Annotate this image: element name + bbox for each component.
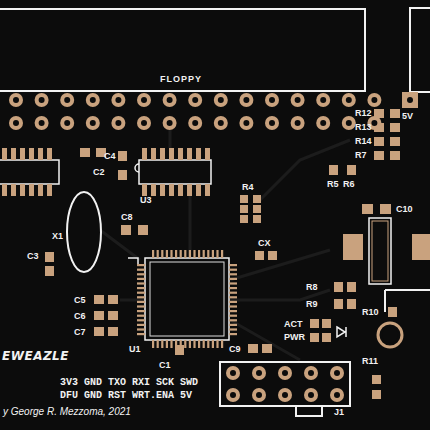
part-label: C4 — [104, 152, 116, 161]
part-label: U3 — [140, 196, 152, 205]
part-label: C8 — [121, 213, 133, 222]
part-label: R7 — [355, 151, 367, 160]
part-label: C7 — [74, 328, 86, 337]
part-label: C9 — [229, 345, 241, 354]
pin-names: DFU GND RST WRT.ENA 5V — [60, 391, 192, 401]
part-label: C10 — [396, 205, 413, 214]
part-label: R13 — [355, 123, 372, 132]
part-label: R8 — [306, 283, 318, 292]
board-logo: EWEAZLE — [2, 350, 69, 362]
part-label: R10 — [362, 308, 379, 317]
part-label: CX — [258, 239, 271, 248]
part-label: C6 — [74, 312, 86, 321]
part-label: R14 — [355, 137, 372, 146]
connector-outline: FLOPPY — [0, 8, 366, 92]
part-label: C2 — [93, 168, 105, 177]
part-label: R12 — [355, 109, 372, 118]
part-label: R5 — [327, 180, 339, 189]
part-label: X1 — [52, 232, 63, 241]
part-label: PWR — [284, 333, 305, 342]
part-label: R6 — [343, 180, 355, 189]
part-label: R11 — [362, 357, 378, 366]
part-label: J1 — [334, 408, 344, 417]
part-label: U1 — [129, 345, 141, 354]
part-label: C1 — [159, 361, 171, 370]
part-label: R9 — [306, 300, 318, 309]
part-label: ACT — [284, 320, 303, 329]
author-credit: y George R. Mezzoma, 2021 — [3, 407, 131, 417]
part-label: C3 — [27, 252, 39, 261]
connector-label: FLOPPY — [0, 74, 364, 84]
part-label: 5V — [402, 112, 413, 121]
pin-names: 3V3 GND TXO RXI SCK SWD — [60, 378, 198, 388]
part-label: C5 — [74, 296, 86, 305]
part-label: R4 — [242, 183, 254, 192]
